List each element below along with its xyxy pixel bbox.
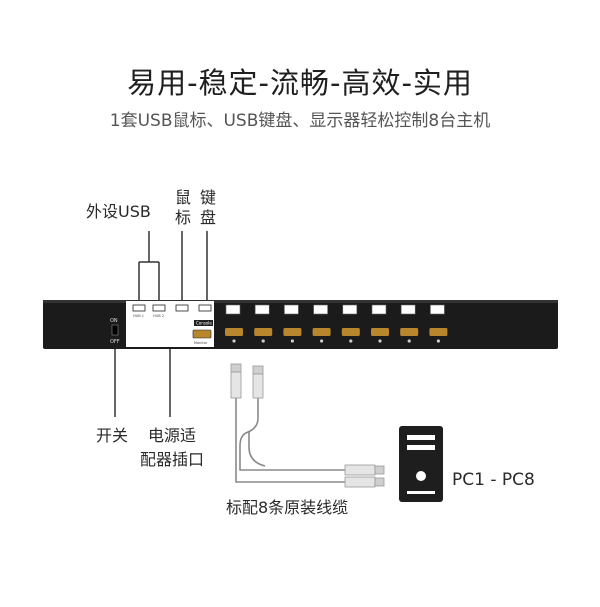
usb-bracket [138, 231, 208, 301]
pc-port-indicator [320, 339, 324, 343]
pc-port-group [400, 304, 419, 343]
pc-port-indicator [407, 339, 411, 343]
console-usb-ports [132, 304, 212, 312]
pc-usb-port [225, 304, 241, 315]
pc-ports [225, 304, 448, 343]
pc-video-port [341, 328, 360, 336]
kvm-device-body [43, 300, 558, 349]
pc-usb-port [430, 304, 445, 315]
pc-port-group [341, 304, 360, 343]
label-keyboard: 键盘 [199, 188, 216, 227]
label-pcs: PC1 - PC8 [452, 470, 535, 490]
pc-port-group [312, 304, 331, 343]
pc-port-group [429, 304, 448, 343]
hub1-text: HUB 1 [133, 314, 144, 318]
monitor-port [192, 329, 212, 339]
pc-port-indicator [232, 339, 236, 343]
label-cables: 标配8条原装线缆 [226, 498, 349, 517]
cable-bundle [235, 398, 345, 483]
pc-port-group [254, 304, 273, 343]
pc-video-port [400, 328, 419, 336]
pc-port-indicator [261, 339, 265, 343]
pc-usb-port [254, 304, 270, 315]
pc-usb-port [284, 304, 299, 315]
switch-on-text: ON [110, 318, 118, 324]
pc-tower-icon [399, 426, 443, 502]
hub2-text: HUB 2 [153, 314, 164, 318]
pc-video-port [225, 328, 243, 336]
pc-usb-port [313, 304, 328, 315]
pc-video-port [283, 328, 302, 336]
pc-video-port [254, 328, 273, 336]
label-peripheral-usb: 外设USB [86, 202, 151, 221]
pc-video-port [429, 328, 448, 336]
label-mouse: 鼠标 [174, 188, 191, 227]
pc-usb-port [400, 304, 416, 315]
label-power-adapter-line2: 配器插口 [140, 450, 205, 469]
power-switch: ON OFF [110, 318, 120, 345]
pc-port-indicator [290, 339, 294, 343]
pc-video-port [371, 328, 389, 336]
pc-port-group [225, 304, 243, 343]
cable-connectors-top [230, 363, 264, 399]
pc-port-indicator [436, 339, 440, 343]
headline: 易用-稳定-流畅-高效-实用 [127, 66, 473, 100]
pc-usb-port [371, 304, 387, 315]
label-power-switch: 开关 [96, 426, 129, 445]
subline: 1套USB鼠标、USB键盘、显示器轻松控制8台主机 [109, 111, 491, 131]
pc-video-port [312, 328, 331, 336]
pc-usb-port [342, 304, 358, 315]
switch-off-text: OFF [110, 339, 120, 345]
pc-port-indicator [349, 339, 353, 343]
cable-connectors-right [344, 464, 385, 488]
monitor-label: Monitor [194, 341, 208, 345]
label-power-adapter-line1: 电源适 [148, 426, 197, 445]
console-label: Console [196, 321, 212, 326]
pc-port-indicator [378, 339, 382, 343]
pc-port-group [371, 304, 389, 343]
pc-port-group [283, 304, 302, 343]
